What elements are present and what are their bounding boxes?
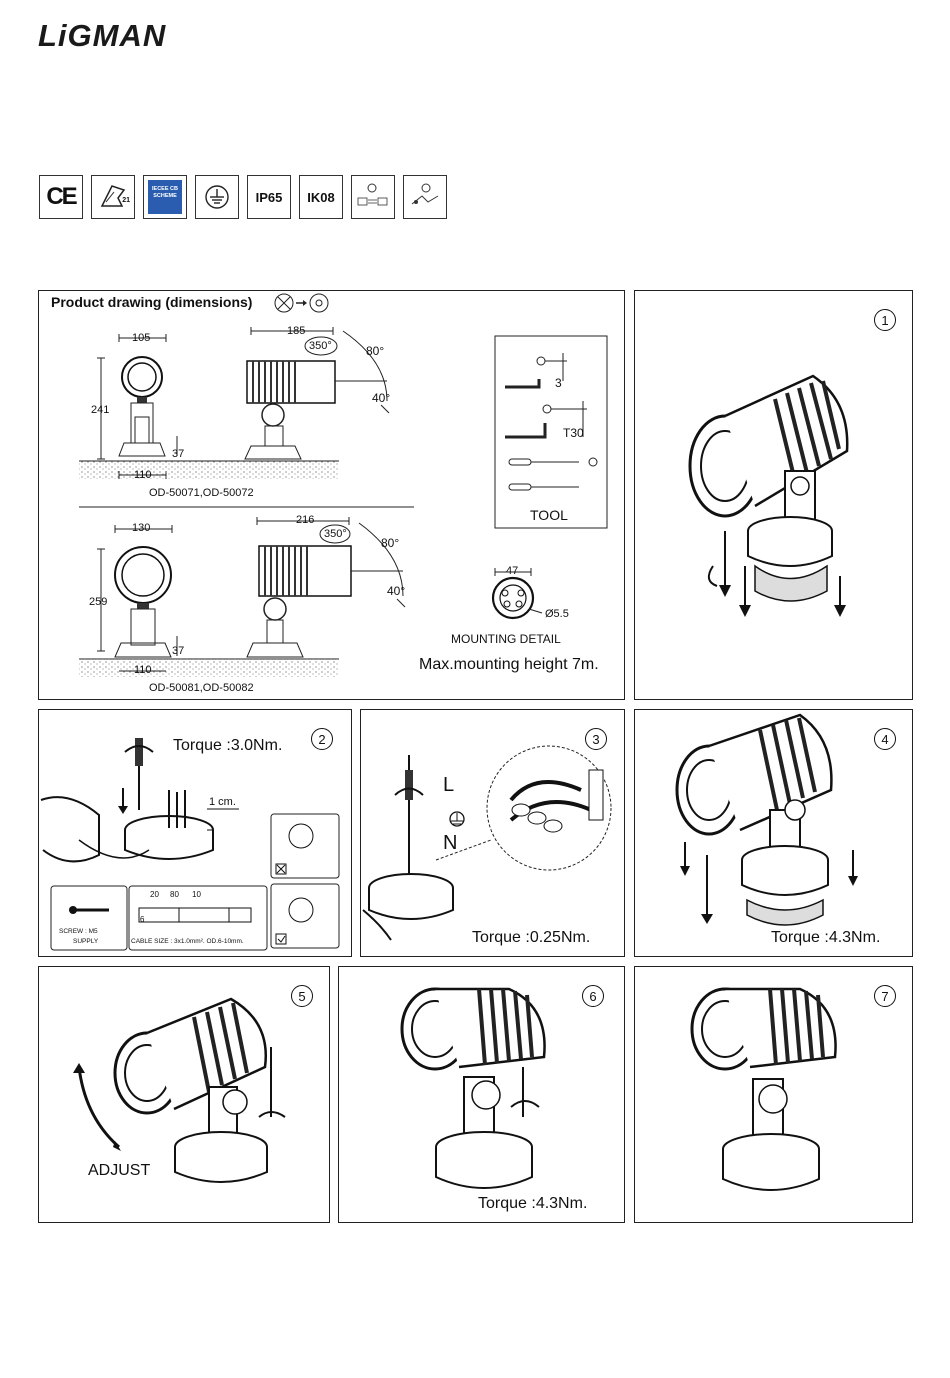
adjust-label: ADJUST bbox=[88, 1162, 151, 1179]
model-b-rotation-label: 350° bbox=[324, 528, 347, 540]
step-6-panel: 6 Torque :4.3Nm. bbox=[338, 966, 625, 1223]
ik-rating-badge: IK08 bbox=[299, 175, 343, 219]
model-b-height-label: 259 bbox=[89, 596, 108, 608]
mounting-detail-drawing bbox=[491, 568, 543, 620]
step-6-illustration bbox=[400, 987, 546, 1189]
model-a-tilt-max-label: 80° bbox=[366, 344, 385, 358]
strip-length-label: 1 cm. bbox=[209, 796, 236, 808]
driver-replace-icon bbox=[403, 175, 447, 219]
certification-icons-row: CE 21 IECEE CB SCHEME IP65 IK08 bbox=[39, 175, 447, 219]
step-2-illustration bbox=[40, 738, 340, 951]
step-number: 7 bbox=[874, 985, 896, 1007]
step-1-illustration bbox=[688, 374, 849, 617]
earth-ground-icon bbox=[449, 811, 465, 827]
product-drawing-panel: Product drawing (dimensions) bbox=[38, 290, 625, 700]
iecee-cb-icon: IECEE CB SCHEME bbox=[143, 175, 187, 219]
screw-label: SCREW : M5 bbox=[59, 928, 98, 935]
step-2-panel: 2 Torque :3.0Nm. 1 cm. SCREW : M5 SUPPLY… bbox=[38, 709, 352, 957]
mounting-hole-label: Ø5.5 bbox=[545, 608, 569, 620]
torx-key-size-label: T30 bbox=[563, 426, 584, 440]
cable-dim-3: 10 bbox=[192, 890, 201, 899]
tool-icons bbox=[505, 353, 598, 491]
torque-label: Torque :4.3Nm. bbox=[478, 1195, 588, 1212]
model-a-side-view bbox=[244, 327, 390, 460]
model-a-height-label: 241 bbox=[91, 404, 110, 416]
model-b-width-label: 130 bbox=[132, 522, 151, 534]
step-3-illustration bbox=[362, 745, 612, 941]
supply-label: SUPPLY bbox=[73, 938, 99, 945]
lamp-replace-icon bbox=[351, 175, 395, 219]
mounting-spacing-label: 47 bbox=[506, 565, 519, 577]
torque-label: Torque :0.25Nm. bbox=[472, 929, 591, 946]
step-1-panel: 1 bbox=[634, 290, 913, 700]
max-mounting-height-label: Max.mounting height 7m. bbox=[419, 656, 599, 673]
ce-mark-icon: CE bbox=[39, 175, 83, 219]
model-b-stem-label: 37 bbox=[172, 645, 185, 657]
step-7-illustration bbox=[690, 987, 837, 1191]
step-number: 5 bbox=[291, 985, 313, 1007]
step-number: 3 bbox=[585, 728, 607, 750]
step-4-panel: 4 Torque :4.3Nm. bbox=[634, 709, 913, 957]
model-b-tilt-min-label: 40° bbox=[387, 584, 406, 598]
dimension-drawing bbox=[79, 293, 608, 677]
step-5-illustration bbox=[73, 997, 286, 1183]
ligman-logo: LiGMAN bbox=[38, 18, 167, 53]
tool-label: TOOL bbox=[530, 507, 568, 523]
model-b-base-label: 110 bbox=[134, 664, 152, 676]
model-b-codes-label: OD-50081,OD-50082 bbox=[149, 682, 254, 694]
torque-label: Torque :4.3Nm. bbox=[771, 929, 881, 946]
cable-dim-4: 6 bbox=[140, 915, 145, 924]
class-mark-icon: 21 bbox=[91, 175, 135, 219]
model-a-depth-label: 185 bbox=[287, 325, 306, 337]
model-a-codes-label: OD-50071,OD-50072 bbox=[149, 487, 254, 499]
cable-size-label: CABLE SIZE : 3x1.0mm². OD.6-10mm. bbox=[131, 938, 244, 945]
earth-ground-icon bbox=[195, 175, 239, 219]
step-3-panel: 3 L N Torque :0.25Nm. bbox=[360, 709, 625, 957]
tool-box bbox=[494, 335, 608, 529]
step-number: 2 bbox=[311, 728, 333, 750]
neutral-wire-label: N bbox=[443, 832, 458, 854]
step-7-panel: 7 bbox=[634, 966, 913, 1223]
mounting-detail-label: MOUNTING DETAIL bbox=[451, 632, 561, 646]
model-a-tilt-min-label: 40° bbox=[372, 391, 391, 405]
step-4-illustration bbox=[675, 713, 858, 926]
product-drawing-title: Product drawing (dimensions) bbox=[51, 294, 253, 310]
step-number: 4 bbox=[874, 728, 896, 750]
model-b-depth-label: 216 bbox=[296, 514, 315, 526]
model-b-tilt-max-label: 80° bbox=[381, 536, 400, 550]
step-number: 1 bbox=[874, 309, 896, 331]
model-a-base-label: 110 bbox=[134, 469, 152, 481]
ground-hatch-a bbox=[79, 461, 339, 479]
step-5-panel: 5 ADJUST bbox=[38, 966, 330, 1223]
model-a-width-label: 105 bbox=[132, 332, 151, 344]
step-number: 6 bbox=[582, 985, 604, 1007]
ip-rating-badge: IP65 bbox=[247, 175, 291, 219]
model-a-stem-label: 37 bbox=[172, 448, 185, 460]
model-b-side-view bbox=[246, 517, 406, 658]
hex-key-size-label: 3 bbox=[555, 376, 562, 390]
cable-dim-1: 20 bbox=[150, 890, 159, 899]
cable-dim-2: 80 bbox=[170, 890, 179, 899]
live-wire-label: L bbox=[443, 774, 455, 796]
torque-label: Torque :3.0Nm. bbox=[173, 737, 283, 754]
model-a-rotation-label: 350° bbox=[309, 340, 332, 352]
